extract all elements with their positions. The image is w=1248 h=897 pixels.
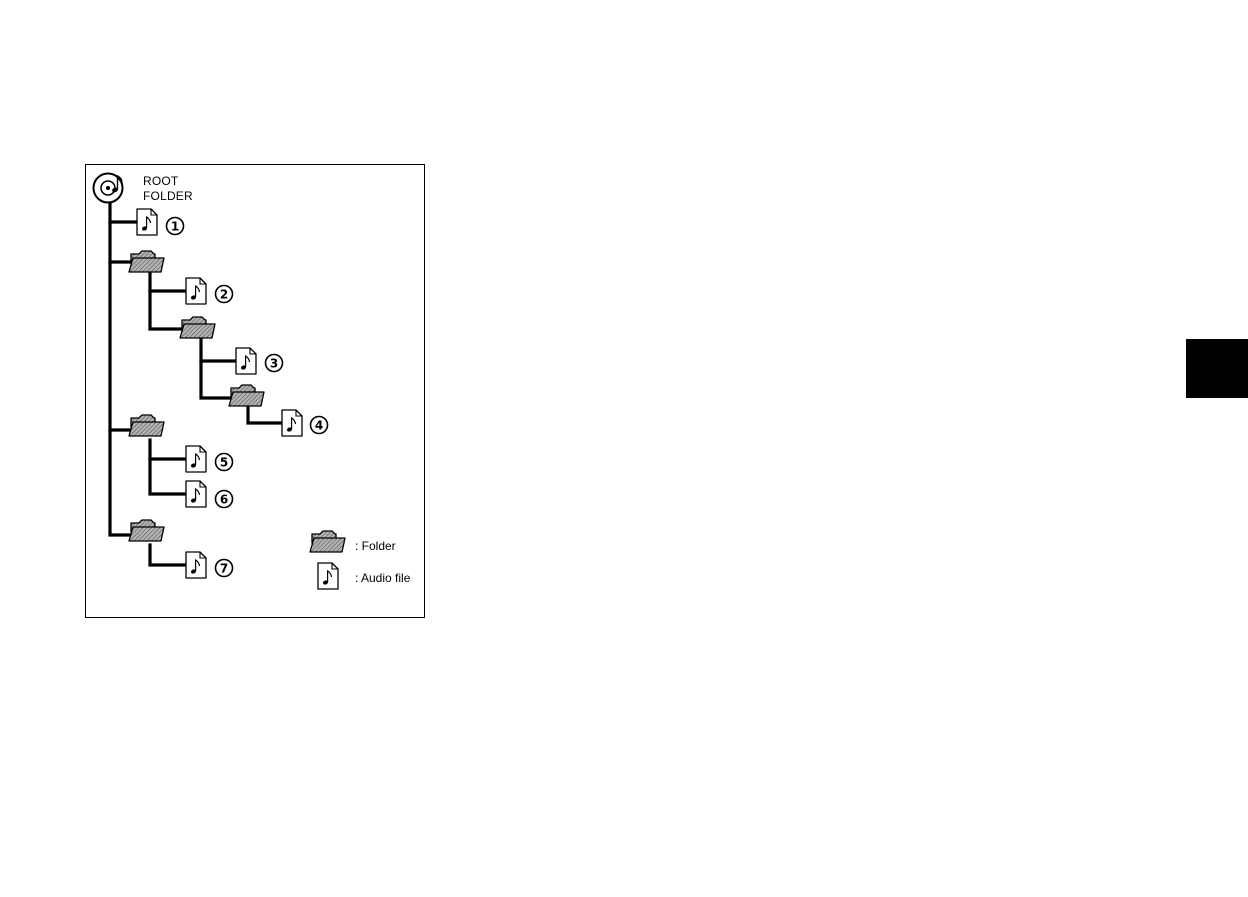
audio-file-icon-6	[186, 481, 206, 507]
folder-icon-e	[129, 520, 164, 541]
badge-5: 5	[216, 454, 233, 471]
badge-1: 1	[167, 218, 184, 235]
audio-file-icon-5	[186, 446, 206, 472]
root-label-line1: ROOT	[143, 174, 178, 188]
folder-a-trunk-line	[150, 272, 181, 329]
audio-file-icon-1	[137, 209, 157, 235]
badge-6: 6	[216, 491, 233, 508]
badge-2-number: 2	[220, 288, 228, 302]
badge-2: 2	[216, 286, 233, 303]
folder-structure-figure: 1 2 3 4 5 6 7	[85, 164, 425, 618]
badge-3: 3	[266, 355, 283, 372]
badge-6-number: 6	[220, 493, 228, 507]
legend-folder-label: : Folder	[355, 539, 396, 553]
audio-file-icon-4	[282, 410, 302, 436]
folder-icon-c	[229, 385, 264, 406]
audio-file-icon-2	[186, 278, 206, 304]
root-folder-label: ROOT FOLDER	[143, 174, 193, 204]
folder-icon-d	[129, 415, 164, 436]
legend-folder-icon	[310, 531, 345, 552]
legend-audio-file-label: : Audio file	[355, 571, 410, 585]
legend-audio-file-icon	[318, 563, 338, 589]
badge-1-number: 1	[171, 220, 179, 234]
folder-b-trunk-line	[201, 339, 231, 398]
folder-c-trunk-line	[248, 408, 282, 423]
folder-e-trunk-line	[150, 545, 186, 565]
folder-icon-a	[129, 251, 164, 272]
section-tab-marker	[1186, 339, 1248, 398]
cd-disc-music-icon	[94, 174, 123, 203]
badge-4-number: 4	[315, 419, 323, 433]
folder-d-trunk-line	[150, 440, 186, 494]
badge-5-number: 5	[220, 456, 228, 470]
folder-icon-b	[180, 317, 215, 338]
badge-3-number: 3	[270, 357, 278, 371]
audio-file-icon-3	[236, 348, 256, 374]
badge-7-number: 7	[220, 562, 228, 576]
root-label-line2: FOLDER	[143, 189, 193, 203]
root-trunk-line	[110, 203, 131, 535]
badge-7: 7	[216, 560, 233, 577]
badge-4: 4	[311, 417, 328, 434]
audio-file-icon-7	[186, 552, 206, 578]
